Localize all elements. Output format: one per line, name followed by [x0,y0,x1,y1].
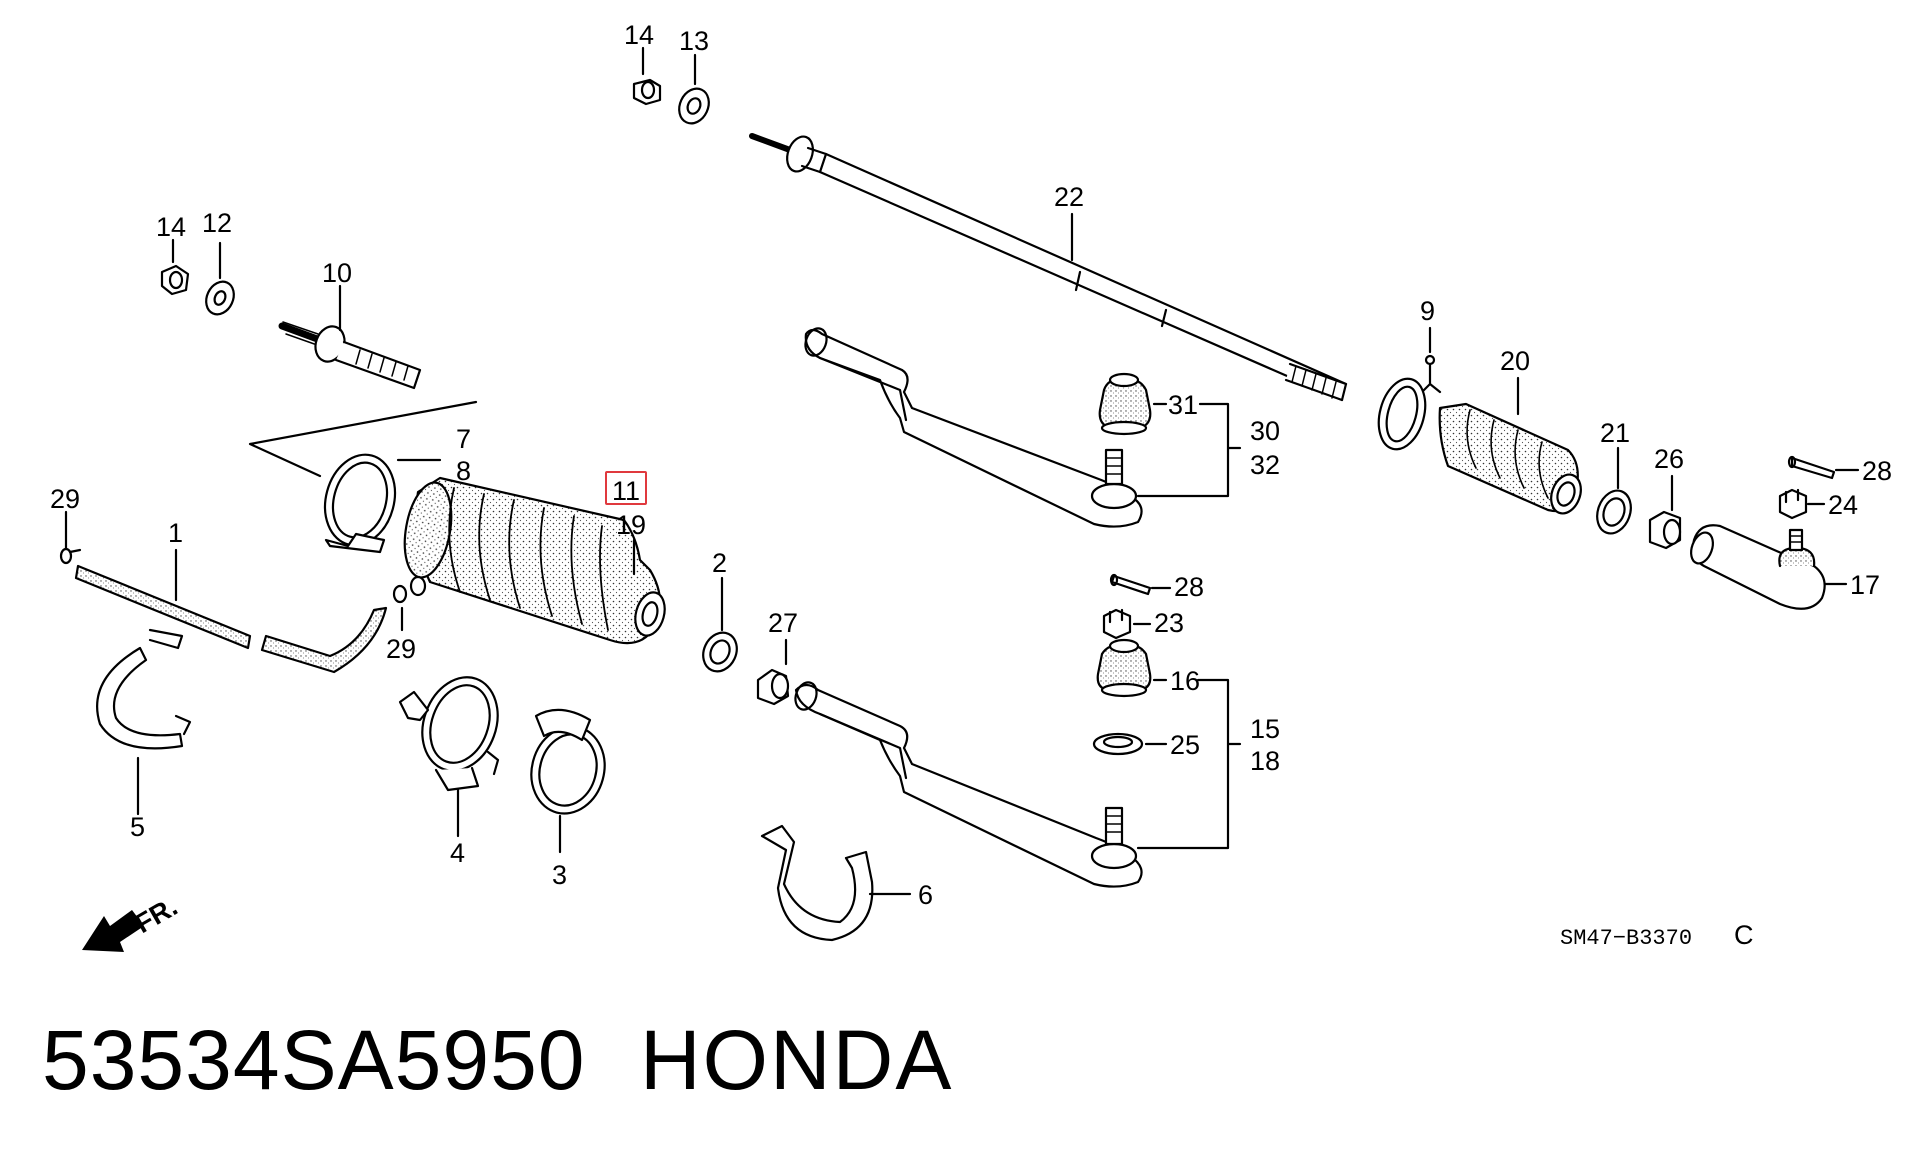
callout-8: 8 [456,456,471,486]
callout-23: 23 [1154,608,1184,638]
part-2-rack-bush[interactable] [697,627,743,677]
part-12-washer-left[interactable] [201,277,239,319]
front-arrow-label: FR. [130,891,183,939]
callout-6: 6 [918,880,933,910]
callout-25: 25 [1170,730,1200,760]
callout-28-right: 28 [1862,456,1892,486]
part-4-rack-mount-bracket[interactable] [398,667,510,792]
callout-20: 20 [1500,346,1530,376]
part-13-washer-top[interactable] [674,84,715,128]
callout-29-middle: 29 [386,634,416,664]
callout-14-top: 14 [624,20,654,50]
callout-21: 21 [1600,418,1630,448]
leader-15-18 [1136,678,1242,850]
part-24-castle-nut[interactable] [1778,488,1808,520]
callout-7: 7 [456,424,471,454]
part-28-cotter-pin-right[interactable] [1787,455,1836,480]
part-9-boot-clip[interactable] [1416,354,1442,398]
part-number: 53534SA5950 [42,1013,586,1107]
part-22-tie-rod-long[interactable] [749,133,1348,402]
callout-31: 31 [1168,390,1198,420]
part-14-self-locking-nut-top[interactable] [632,78,662,106]
callout-22: 22 [1054,182,1084,212]
callout-2: 2 [712,548,727,578]
part-3-rack-bushing[interactable] [522,708,614,822]
callout-3: 3 [552,860,567,890]
part-16-dust-seal-boot[interactable] [1096,638,1152,698]
part-27-lock-nut[interactable] [756,668,790,706]
part-7-8-boot-band[interactable] [315,447,404,554]
part-10-tie-rod-left[interactable] [278,321,422,390]
callout-11: 11 [612,476,640,506]
part-6-bracket[interactable] [760,824,874,942]
callout-17: 17 [1850,570,1880,600]
part-1-breather-tube[interactable] [74,564,388,674]
callout-5: 5 [130,812,145,842]
callout-4: 4 [450,838,465,868]
part-15-18-tie-rod-end-assembly[interactable] [792,679,1143,888]
diagram-revision: C [1734,920,1754,950]
callout-19: 19 [616,510,646,540]
part-29-clip-left[interactable] [59,547,82,565]
part-31-dust-seal-boot[interactable] [1098,372,1152,436]
part-20-rack-end-boot[interactable] [1371,374,1586,518]
part-26-lock-nut[interactable] [1648,510,1682,550]
callout-32: 32 [1250,450,1280,480]
part-25-set-ring[interactable] [1092,732,1144,756]
part-23-castle-nut[interactable] [1102,608,1132,640]
diagram-code: SM47−B3370 [1560,926,1692,951]
callout-26: 26 [1654,444,1684,474]
callout-28-middle: 28 [1174,572,1204,602]
highlight-box-11 [605,471,647,505]
callout-18: 18 [1250,746,1280,776]
callout-24: 24 [1828,490,1858,520]
part-14-self-locking-nut-left[interactable] [160,264,190,296]
part-17-tie-rod-end[interactable] [1687,524,1826,610]
part-11-19-rack-boot[interactable] [398,476,669,645]
front-direction-arrow [82,910,144,952]
callout-27: 27 [768,608,798,638]
leader-7-8 [248,400,478,478]
callout-12: 12 [202,208,232,238]
callout-9: 9 [1420,296,1435,326]
callout-30: 30 [1250,416,1280,446]
callout-13: 13 [679,26,709,56]
callout-29-left: 29 [50,484,80,514]
callout-15: 15 [1250,714,1280,744]
part-30-32-tie-rod-end-assembly[interactable] [802,325,1143,528]
part-5-clamp[interactable] [96,628,192,750]
part-28-cotter-pin-middle[interactable] [1109,573,1152,596]
callout-labels: 14 13 14 12 10 22 9 20 31 30 32 7 8 11 1… [50,20,1892,951]
leader-30-32 [1136,402,1242,498]
callout-10: 10 [322,258,352,288]
part-29-clip-middle[interactable] [392,575,427,604]
brand-name: HONDA [640,1013,954,1107]
callout-16: 16 [1170,666,1200,696]
callout-1: 1 [168,518,183,548]
part-21-boot-band[interactable] [1591,486,1636,538]
callout-14-left: 14 [156,212,186,242]
